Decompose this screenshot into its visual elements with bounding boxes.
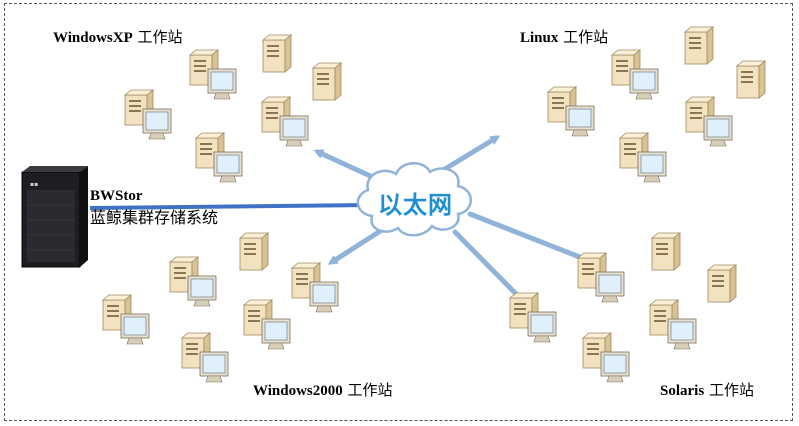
server [707,264,737,303]
workstation [577,252,625,303]
group-name: Solaris [660,383,705,399]
storage-rack: ▪▪ [21,166,88,268]
workstation [261,96,309,147]
ethernet-label: 以太网 [378,191,453,219]
workstation [582,332,630,383]
arrow-to-linux [437,135,501,175]
storage-subtitle: 蓝鲸集群存储系统 [90,208,219,227]
diagram-frame [4,3,793,421]
arrow-to-solaris [467,211,605,268]
workstation [685,96,733,147]
group-suffix: 工作站 [563,28,609,46]
server [239,232,269,271]
workstation [611,49,659,100]
workstation [195,132,243,183]
server [684,26,714,65]
group-suffix: 工作站 [347,381,393,399]
group-label-solaris: Solaris 工作站 [660,379,754,400]
arrow-to-bottom [452,229,529,307]
workstation [181,332,229,383]
server [651,232,681,271]
group-label-windowsxp: WindowsXP 工作站 [53,26,183,47]
ethernet-cloud [356,162,472,237]
workstation [102,294,150,345]
server [312,62,342,101]
workstation [547,86,595,137]
storage-link [89,203,373,210]
group-name: WindowsXP [53,30,133,46]
group-xp-computers [124,34,342,183]
group-label-linux: Linux 工作站 [520,26,608,47]
workstation [509,292,557,343]
server [736,60,766,99]
workstation [649,299,697,350]
group-label-windows2000: Windows2000 工作站 [253,379,393,400]
arrow-to-w2000 [327,225,388,265]
workstation [169,256,217,307]
storage-title: BWStor [90,188,143,204]
group-name: Linux [520,30,559,46]
workstation [189,49,237,100]
server [262,34,292,73]
group-suffix: 工作站 [708,381,754,399]
workstation [619,132,667,183]
workstation [291,262,339,313]
workstation [243,299,291,350]
group-solaris-computers [509,232,737,383]
group-suffix: 工作站 [137,28,183,46]
group-name: Windows2000 [253,383,343,399]
storage-label: BWStor 蓝鲸集群存储系统 [90,184,218,229]
svg-text:▪▪: ▪▪ [30,181,38,188]
workstation [124,89,172,140]
group-w2000-computers [102,232,339,383]
group-linux-computers [547,26,766,183]
